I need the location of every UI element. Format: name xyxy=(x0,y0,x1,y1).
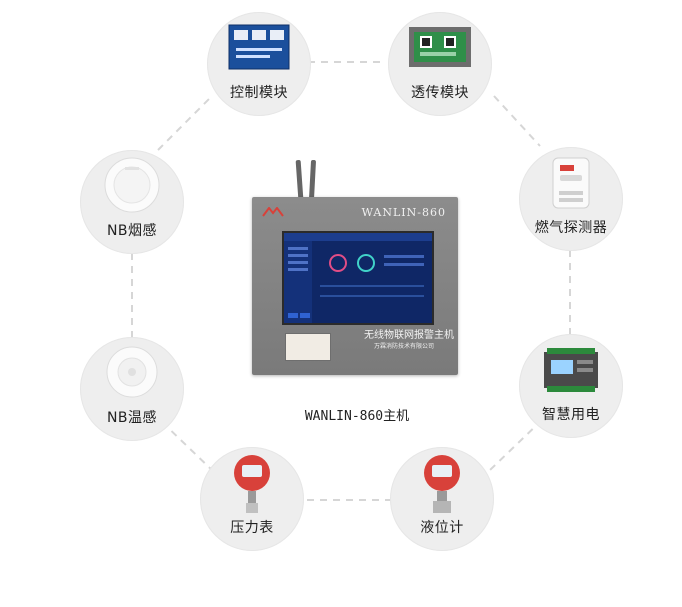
screen-dashboard-icon xyxy=(284,233,432,323)
device-label-card xyxy=(285,333,331,361)
node-transmission-module: 透传模块 xyxy=(388,12,492,116)
transmission-module-icon xyxy=(409,27,471,67)
node-pressure-gauge: 压力表 xyxy=(200,447,304,551)
device-model: WANLIN-860 xyxy=(361,206,446,219)
control-module-icon xyxy=(228,24,290,70)
node-label: 智慧用电 xyxy=(542,407,600,423)
node-label: NB温感 xyxy=(106,410,158,426)
device-brand-row: WANLIN-860 xyxy=(262,205,448,221)
node-control-module: 控制模块 xyxy=(207,12,311,116)
central-host-device: WANLIN-860 无线物联网报警主机 万霖消防技术有限公司 xyxy=(252,197,458,375)
pressure-gauge-icon xyxy=(234,455,270,513)
node-smoke-detector: NB烟感 xyxy=(80,150,184,254)
device-screen-caption: 无线物联网报警主机 xyxy=(364,330,454,341)
node-label: 压力表 xyxy=(230,520,274,536)
smart-electricity-icon xyxy=(544,348,598,392)
node-label: NB烟感 xyxy=(106,223,158,239)
link-smoke-control xyxy=(157,95,213,151)
link-pressure-temp xyxy=(159,419,215,473)
node-label: 透传模块 xyxy=(411,85,469,101)
node-label: 液位计 xyxy=(420,520,464,536)
node-temperature-sensor: NB温感 xyxy=(80,337,184,441)
node-level-gauge: 液位计 xyxy=(390,447,494,551)
link-power-level xyxy=(489,419,543,471)
device-vendor: 万霖消防技术有限公司 xyxy=(374,343,435,350)
smoke-detector-icon xyxy=(104,157,160,213)
temperature-sensor-icon xyxy=(106,346,158,398)
node-label: 控制模块 xyxy=(230,85,288,101)
level-gauge-icon xyxy=(424,455,460,513)
gas-detector-icon xyxy=(552,157,590,209)
link-transmit-gas xyxy=(493,95,541,147)
brand-logo-icon xyxy=(262,207,284,217)
node-gas-detector: 燃气探测器 xyxy=(519,147,623,251)
node-label: 燃气探测器 xyxy=(534,220,608,236)
central-host-caption: WANLIN-860主机 xyxy=(304,409,410,424)
device-screen xyxy=(282,231,434,325)
node-smart-electricity: 智慧用电 xyxy=(519,334,623,438)
